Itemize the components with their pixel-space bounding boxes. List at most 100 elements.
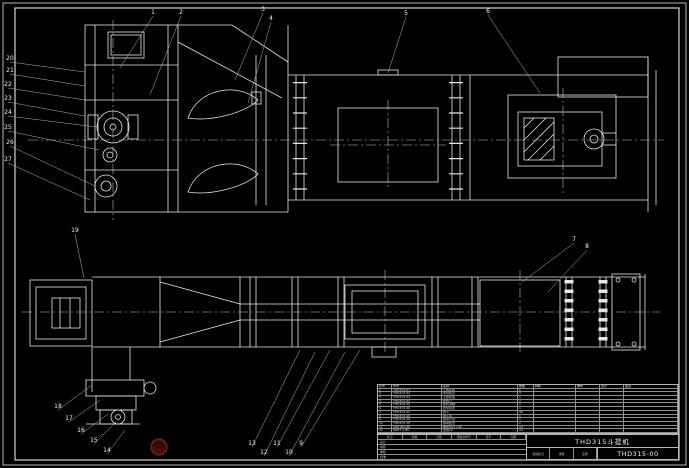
callout-leaders [7,12,588,457]
bom-cell: 料斗 [442,410,518,415]
bom-cell [600,418,624,422]
bom-cell [576,403,600,408]
bom-cell [576,414,600,419]
bom-cell: 下部区段 [442,388,518,393]
part-callout: 15 [90,437,98,444]
bom-cell [600,388,624,393]
bom-cell: 1 [518,407,534,411]
scale-label: 比例 [574,448,597,459]
bom-cell [534,392,576,397]
bom-cell: 3 [378,396,392,400]
revision-header-row: 标记处数分区更改文件号签字日期 [378,435,527,440]
signature-rows: 设计校核审核批准 [378,440,526,460]
bom-cell: THD315-09 [392,418,442,422]
bom-cell: THD315-08 [392,414,442,419]
title-block-name-area: THD315斗提机 阶段标记 重量 比例 THD315-00 [527,435,678,459]
bom-cell [534,421,576,426]
part-callout: 4 [269,15,273,22]
bom-cell: THD315-02 [392,392,442,397]
bom-cell: THD315-01 [392,388,442,393]
part-callout: 25 [4,124,12,131]
signature-row: 校核 [378,445,526,450]
bom-cell: 螺栓M12×40 [442,425,518,430]
bom-cell [576,407,600,411]
bom-cell [600,425,624,430]
bom-cell: 6 [378,407,392,411]
part-callout: 9 [299,440,303,447]
bom-header-cell: 数量 [518,385,534,389]
bom-cell [600,396,624,400]
bom-cell [600,429,624,433]
plan-view [29,273,646,358]
bom-cell [624,425,678,430]
part-callout: 23 [4,95,12,102]
revision-header-cell: 签字 [477,435,502,439]
bom-cell: 12 [378,429,392,433]
part-callout: 2 [179,9,183,16]
revision-header-cell: 分区 [427,435,453,439]
bom-cell [600,392,624,397]
bom-cell: 10 [378,421,392,426]
bom-cell [624,418,678,422]
part-callout: 21 [6,67,14,74]
elevator-casing-view [84,24,179,213]
bom-cell [600,407,624,411]
drawing-title: THD315斗提机 [527,435,678,448]
bom-cell: 8 [378,414,392,419]
bom-cell: 1 [518,418,534,422]
bom-cell [534,407,576,411]
bom-cell: THD315-03 [392,396,442,400]
bom-cell: GB5782-86 [392,425,442,430]
part-callout: 6 [486,8,490,15]
bom-cell [534,388,576,393]
bom-cell [624,410,678,415]
bom-cell: THD315-04 [392,399,442,404]
bom-cell: 畚斗带 [442,414,518,419]
bom-header-cell: 单件 [576,385,600,389]
bom-cell [534,399,576,404]
bom-cell: 5 [378,403,392,408]
part-callout: 8 [585,243,589,250]
bom-cell: 46 [518,410,534,415]
part-callout: 24 [4,109,12,116]
stage-label: 阶段标记 [527,448,551,459]
bom-cell: THD315-07 [392,410,442,415]
part-callout: 11 [273,440,281,447]
bom-cell [576,396,600,400]
part-callout: 22 [4,81,12,88]
bom-cell [624,407,678,411]
bom-cell [576,418,600,422]
part-callout: 3 [261,6,265,13]
bom-cell [576,421,600,426]
bom-cell [600,421,624,426]
bom-cell [624,429,678,433]
part-callout: 13 [248,440,256,447]
bom-cell: 卸料溜槽 [442,403,518,408]
bom-cell [624,414,678,419]
bom-cell [624,399,678,404]
bom-cell: 1 [518,388,534,393]
bom-header-cell: 材料 [534,385,576,389]
bom-cell [624,421,678,426]
part-callout: 14 [103,447,111,454]
approval-stamp [150,438,168,456]
bom-cell [600,414,624,419]
title-block-revision-area: 标记处数分区更改文件号签字日期 设计校核审核批准 [378,435,527,460]
bom-cell: GB97.1-85 [392,429,442,433]
bom-cell [624,403,678,408]
drive-station-view [469,56,657,212]
bom-cell: THD315-06 [392,407,442,411]
bom-cell: 4 [378,399,392,404]
bom-cell [534,425,576,430]
signature-row: 批准 [378,455,526,460]
bom-cell [576,425,600,430]
bom-cell [534,418,576,422]
bom-cell [600,403,624,408]
bom-cell [600,410,624,415]
bom-cell [624,396,678,400]
bom-cell [576,392,600,397]
bom-cell: 上部区段 [442,396,518,400]
